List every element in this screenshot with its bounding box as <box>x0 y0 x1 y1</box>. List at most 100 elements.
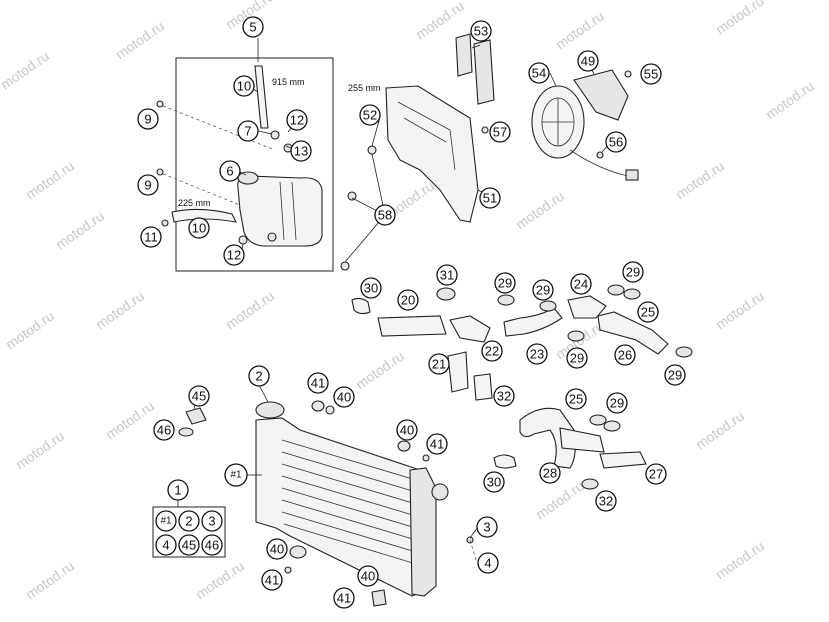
hose-clamp <box>603 420 621 432</box>
svg-text:9: 9 <box>144 112 151 127</box>
svg-text:9: 9 <box>144 178 151 193</box>
watermark: motod.ru <box>553 8 607 53</box>
svg-text:29: 29 <box>610 396 624 411</box>
sealing-ring <box>178 427 194 437</box>
callout-32: 32 <box>595 490 617 512</box>
svg-text:45: 45 <box>182 538 196 553</box>
callout-10: 10 <box>233 75 255 97</box>
svg-text:24: 24 <box>574 277 588 292</box>
callout-28: 28 <box>539 462 561 484</box>
watermark: motod.ru <box>13 428 67 473</box>
grommet <box>311 400 325 412</box>
connector <box>625 169 639 181</box>
fan-group <box>531 69 639 181</box>
svg-text:2: 2 <box>185 514 192 529</box>
callout-5: 5 <box>242 16 264 38</box>
svg-text:26: 26 <box>618 348 632 363</box>
svg-text:#1: #1 <box>160 516 172 527</box>
svg-text:49: 49 <box>581 54 595 69</box>
svg-text:3: 3 <box>483 520 490 535</box>
svg-text:55: 55 <box>644 67 658 82</box>
bent-hose <box>503 307 563 337</box>
radiator-hose <box>377 315 447 337</box>
callout-hash-1: #1 <box>224 463 248 487</box>
bushing <box>422 454 430 462</box>
screw <box>156 168 164 176</box>
callout-40: 40 <box>266 538 288 560</box>
bushing <box>325 405 335 415</box>
svg-text:25: 25 <box>569 392 583 407</box>
watermark: motod.ru <box>23 158 77 203</box>
callout-9: 9 <box>137 108 159 130</box>
svg-text:54: 54 <box>532 66 546 81</box>
callout-2: 2 <box>248 365 270 387</box>
hose-clamp <box>539 300 557 312</box>
screw <box>624 70 632 78</box>
callout-52: 52 <box>359 104 381 126</box>
dim-hose-long: 915 mm <box>272 77 305 87</box>
callout-29: 29 <box>566 347 588 369</box>
callout-46: 46 <box>153 419 175 441</box>
callout-3: 3 <box>476 516 498 538</box>
callout-41: 41 <box>307 372 329 394</box>
svg-text:51: 51 <box>483 191 497 206</box>
svg-text:7: 7 <box>244 124 251 139</box>
svg-text:20: 20 <box>401 293 415 308</box>
dim-hose-short: 225 mm <box>178 198 211 208</box>
watermark: motod.ru <box>533 478 587 523</box>
thermostat-housing <box>449 315 491 343</box>
hoses-group <box>351 284 693 490</box>
watermark: motod.ru <box>713 538 767 583</box>
svg-text:#1: #1 <box>230 470 242 481</box>
svg-text:2: 2 <box>255 369 262 384</box>
callout-21: 21 <box>428 353 450 375</box>
spring <box>371 589 387 607</box>
hose-clamp <box>497 294 515 306</box>
kit-item-hash-1: #1 <box>155 510 177 532</box>
shroud-strip <box>455 33 473 77</box>
radiator-shroud-group: 255 mm <box>340 33 495 271</box>
screw <box>156 100 164 108</box>
svg-text:32: 32 <box>497 389 511 404</box>
clip <box>367 145 377 155</box>
watermark: motod.ru <box>23 558 77 603</box>
watermark: motod.ru <box>193 558 247 603</box>
callout-26: 26 <box>614 344 636 366</box>
callout-6: 6 <box>219 160 241 182</box>
callout-29: 29 <box>664 364 686 386</box>
callout-9: 9 <box>137 174 159 196</box>
nut <box>161 219 169 227</box>
callout-29: 29 <box>494 272 516 294</box>
svg-text:29: 29 <box>668 368 682 383</box>
svg-text:56: 56 <box>609 135 623 150</box>
callout-32: 32 <box>493 385 515 407</box>
svg-text:30: 30 <box>487 475 501 490</box>
svg-text:52: 52 <box>363 108 377 123</box>
watermark: motod.ru <box>223 288 277 333</box>
callout-24: 24 <box>570 273 592 295</box>
tank-cap <box>237 171 259 185</box>
hose-clamp <box>238 235 248 245</box>
svg-text:30: 30 <box>364 281 378 296</box>
svg-text:57: 57 <box>493 125 507 140</box>
svg-text:4: 4 <box>162 538 169 553</box>
svg-text:3: 3 <box>208 514 215 529</box>
svg-text:4: 4 <box>484 556 491 571</box>
callout-29: 29 <box>532 279 554 301</box>
callout-40: 40 <box>396 419 418 441</box>
callout-56: 56 <box>605 131 627 153</box>
hose-clamp <box>581 478 599 490</box>
callout-13: 13 <box>290 140 312 162</box>
callout-7: 7 <box>237 120 259 142</box>
kit-item-3: 3 <box>201 510 223 532</box>
kit-box: #1 2 3 4 45 46 <box>152 500 226 558</box>
svg-text:41: 41 <box>337 591 351 606</box>
radiator-fins <box>281 439 417 565</box>
kit-item-46: 46 <box>201 534 223 556</box>
callout-12: 12 <box>223 244 245 266</box>
svg-text:40: 40 <box>270 542 284 557</box>
hose-clamp <box>589 414 607 426</box>
overflow-hose <box>254 65 269 129</box>
lower-hose-2 <box>559 427 605 453</box>
